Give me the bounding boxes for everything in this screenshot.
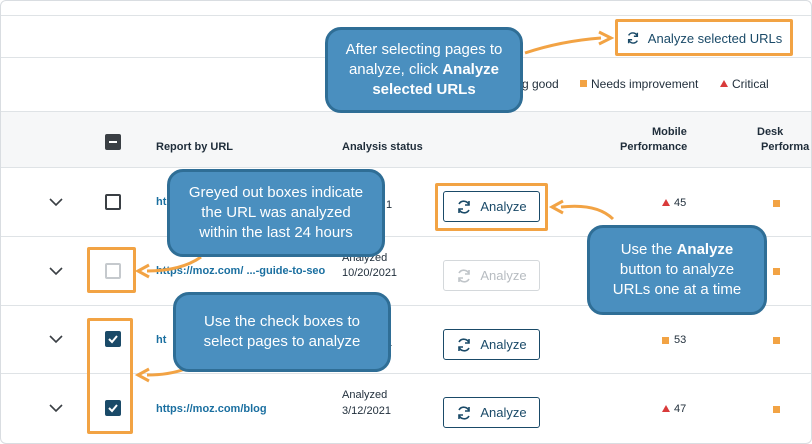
callout-analyze-button: Use the Analyze button to analyze URLs o… (587, 225, 767, 315)
checkmark-icon (108, 404, 118, 413)
critical-icon (662, 405, 670, 412)
mobile-score: 47 (674, 403, 687, 415)
analyze-button[interactable]: Analyze (443, 191, 540, 222)
mobile-score: 53 (674, 334, 687, 346)
callout-check-boxes: Use the check boxes to select pages to a… (173, 292, 391, 372)
analyze-button[interactable]: Analyze (443, 329, 540, 360)
header-mobile-performance-line2: Performance (620, 141, 688, 153)
divider (1, 305, 811, 306)
table-header (1, 111, 811, 167)
needs-improvement-icon (773, 268, 780, 275)
legend-needs-improvement-label: Needs improvement (591, 77, 699, 91)
header-report-by-url: Report by URL (156, 141, 233, 153)
callout-text: Use the (620, 241, 677, 258)
expand-chevron-icon[interactable] (48, 266, 64, 276)
header-desktop-performance-line2: Performa (761, 141, 810, 153)
legend-critical-label: Critical (732, 77, 769, 91)
row-url-link[interactable]: https://moz.com/ ...-guide-to-seo (156, 265, 326, 277)
analyze-selected-urls-button[interactable]: Analyze selected URLs (619, 23, 789, 53)
refresh-icon (458, 405, 471, 420)
row-checkbox[interactable] (105, 194, 121, 210)
needs-improvement-icon (662, 337, 669, 344)
callout-text: Greyed out boxes indicate the URL was an… (188, 184, 364, 241)
highlight-analyze-button (435, 183, 548, 231)
analyze-button-label: Analyze (480, 337, 527, 352)
row-url-link[interactable]: ht (156, 334, 167, 346)
analyze-button[interactable]: Analyze (443, 397, 540, 428)
legend-good-label: g good (522, 77, 559, 91)
row-checkbox-checked[interactable] (105, 331, 121, 347)
callout-bold-text: Analyze selected URLs (372, 61, 500, 98)
expand-chevron-icon[interactable] (48, 334, 64, 344)
needs-improvement-icon (773, 337, 780, 344)
expand-chevron-icon[interactable] (48, 197, 64, 207)
refresh-icon (458, 268, 471, 283)
analyze-button-label: Analyze (480, 199, 527, 214)
divider (1, 236, 811, 237)
analyze-selected-urls-label: Analyze selected URLs (647, 30, 783, 46)
highlight-analyze-selected (615, 19, 793, 56)
row-analysis-status: 1 (386, 199, 393, 211)
row-checkbox-checked[interactable] (105, 400, 121, 416)
callout-greyed-boxes: Greyed out boxes indicate the URL was an… (167, 169, 385, 257)
row-analysis-date: 10/20/2021 (342, 267, 398, 279)
divider (1, 167, 811, 168)
row-url-link[interactable]: https://moz.com/blog (156, 403, 267, 415)
row-checkbox-disabled (105, 263, 121, 279)
header-desktop-performance-line1: Desk (757, 126, 784, 138)
callout-text: button to analyze URLs one at a time (612, 261, 742, 298)
header-mobile-performance-line1: Mobile (652, 126, 687, 138)
callout-bold-text: Analyze (676, 241, 734, 258)
analyze-button-label: Analyze (480, 268, 527, 283)
highlight-checked-checkboxes (87, 318, 133, 434)
critical-icon (662, 199, 670, 206)
header-analysis-status: Analysis status (342, 141, 423, 153)
callout-analyze-selected: After selecting pages to analyze, click … (325, 27, 523, 113)
divider (1, 15, 811, 16)
refresh-icon (458, 199, 471, 214)
row-analysis-status: Analyzed (342, 389, 388, 401)
mobile-score: 45 (674, 197, 687, 209)
needs-improvement-icon (773, 406, 780, 413)
select-all-checkbox[interactable] (105, 134, 121, 150)
divider (1, 373, 811, 374)
analyze-button-disabled: Analyze (443, 260, 540, 291)
analyze-button-label: Analyze (480, 405, 527, 420)
highlight-greyed-checkbox (87, 247, 136, 293)
legend-critical-icon (720, 80, 728, 87)
callout-text: Use the check boxes to select pages to a… (203, 313, 361, 350)
refresh-icon (458, 337, 471, 352)
refresh-icon (627, 32, 638, 44)
needs-improvement-icon (773, 200, 780, 207)
row-url-link[interactable]: ht (156, 196, 167, 208)
row-analysis-date: 3/12/2021 (342, 405, 391, 417)
callout-text: After selecting pages to analyze, click (345, 41, 503, 78)
expand-chevron-icon[interactable] (48, 403, 64, 413)
checkmark-icon (108, 335, 118, 344)
legend-needs-improvement-swatch (580, 80, 587, 87)
